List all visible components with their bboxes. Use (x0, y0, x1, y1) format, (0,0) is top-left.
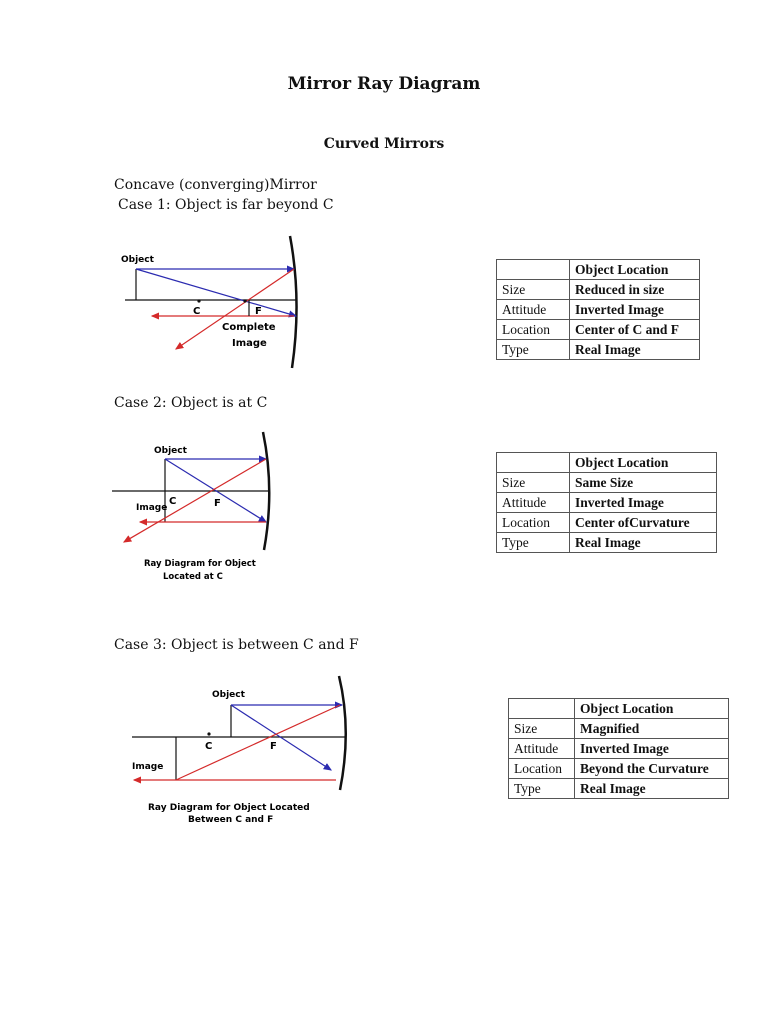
header-empty-cell (508, 698, 575, 719)
row-key: Location (496, 512, 570, 533)
c-label: C (169, 496, 176, 507)
mirror-arc (261, 431, 271, 551)
header-empty-cell (496, 259, 570, 280)
c-point (197, 299, 201, 303)
reflected-ray-focal (175, 268, 295, 350)
row-value: Reduced in size (569, 279, 700, 300)
incident-ray-focal (230, 704, 333, 771)
case-2-ray-diagram: Object Image C F Ray Diagram for Object … (112, 431, 271, 582)
caption-line-1: Ray Diagram for Object (144, 559, 256, 569)
row-key: Size (508, 718, 575, 739)
object-label: Object (154, 446, 188, 456)
c-label: C (193, 306, 200, 317)
section-heading: Concave (converging)Mirror (114, 177, 317, 193)
c-label: C (205, 741, 212, 752)
case-3-heading: Case 3: Object is between C and F (114, 637, 359, 653)
f-point (243, 299, 247, 303)
row-value: Same Size (569, 472, 717, 493)
table-header-row: Object Location (496, 452, 717, 473)
header-cell: Object Location (569, 259, 700, 280)
table-header-row: Object Location (508, 698, 729, 719)
table-header-row: Object Location (496, 259, 700, 280)
caption-line-2: Located at C (163, 572, 223, 582)
row-value: Inverted Image (569, 492, 717, 513)
mirror-arc (337, 675, 347, 791)
row-key: Type (508, 778, 575, 799)
row-value: Beyond the Curvature (574, 758, 729, 779)
reflected-ray-focal (122, 458, 267, 543)
row-key: Size (496, 472, 570, 493)
caption-line-2: Between C and F (188, 815, 273, 825)
row-value: Magnified (574, 718, 729, 739)
case-1-ray-diagram: Object C F Complete Image (121, 235, 298, 369)
f-label: F (214, 498, 221, 509)
row-key: Attitude (496, 492, 570, 513)
header-empty-cell (496, 452, 570, 473)
row-key: Size (496, 279, 570, 300)
f-label: F (255, 306, 262, 317)
page-title: Mirror Ray Diagram (287, 74, 481, 94)
row-value: Real Image (569, 339, 700, 360)
row-value: Inverted Image (574, 738, 729, 759)
caption-line-2: Image (232, 338, 267, 349)
case-1-heading: Case 1: Object is far beyond C (118, 197, 334, 213)
caption-line-1: Complete (222, 322, 276, 333)
c-point (207, 732, 211, 736)
incident-ray-focal (135, 268, 298, 318)
row-value: Center ofCurvature (569, 512, 717, 533)
row-key: Attitude (496, 299, 570, 320)
image-label: Image (136, 503, 167, 513)
header-cell: Object Location (574, 698, 729, 719)
image-label: Image (132, 762, 163, 772)
f-label: F (270, 741, 277, 752)
header-cell: Object Location (569, 452, 717, 473)
object-label: Object (212, 690, 246, 700)
row-value: Inverted Image (569, 299, 700, 320)
case-3-ray-diagram: Object Image C F Ray Diagram for Object … (132, 675, 347, 825)
row-value: Real Image (574, 778, 729, 799)
page-subtitle: Curved Mirrors (323, 136, 445, 152)
object-label: Object (121, 255, 155, 265)
row-key: Location (508, 758, 575, 779)
incident-ray-focal (164, 458, 268, 523)
caption-line-1: Ray Diagram for Object Located (148, 803, 310, 813)
row-key: Attitude (508, 738, 575, 759)
row-key: Location (496, 319, 570, 340)
case-2-heading: Case 2: Object is at C (114, 395, 268, 411)
row-value: Real Image (569, 532, 717, 553)
row-value: Center of C and F (569, 319, 700, 340)
row-key: Type (496, 339, 570, 360)
reflected-ray-focal (175, 704, 341, 781)
row-key: Type (496, 532, 570, 553)
mirror-arc (288, 235, 298, 369)
